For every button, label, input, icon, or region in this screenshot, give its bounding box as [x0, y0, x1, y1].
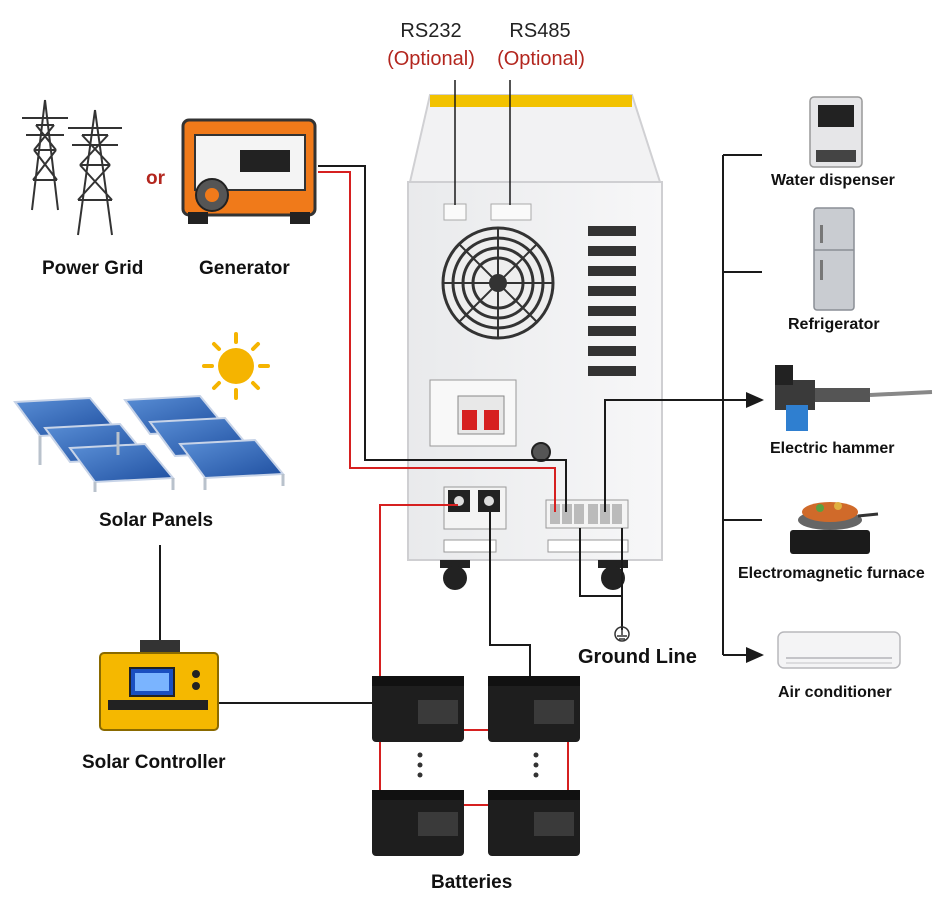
load-label-electric-hammer: Electric hammer: [770, 440, 895, 457]
electromagnetic-furnace-icon: [790, 502, 879, 554]
output-wire: [604, 392, 764, 512]
solar-panels-icon: [13, 394, 286, 492]
load-label-refrigerator: Refrigerator: [788, 316, 880, 333]
rs485-optional-label: (Optional): [497, 48, 585, 70]
rs232-optional-label: (Optional): [387, 48, 475, 70]
or-label: or: [146, 168, 165, 189]
battery-red-wire: [379, 504, 458, 680]
solar-panels-label: Solar Panels: [99, 510, 214, 531]
battery-black-wire: [489, 512, 531, 680]
vent-grille: [588, 226, 636, 376]
generator-red-wire: [318, 171, 556, 512]
fan-icon: [441, 226, 555, 340]
generator-icon: [181, 118, 317, 224]
solar-controller-icon: [99, 640, 219, 731]
caster-wheels: [440, 560, 628, 590]
load-label-electromagnetic-furnace: Electromagnetic furnace: [738, 565, 925, 582]
power-grid-icon: [22, 99, 122, 236]
rs232-label: RS232: [400, 20, 462, 42]
load-label-water-dispenser: Water dispenser: [771, 172, 895, 189]
batteries-label: Batteries: [431, 872, 513, 893]
inverter-cabinet: [407, 94, 663, 590]
power-grid-label: Power Grid: [42, 258, 144, 279]
ground-icon: [614, 626, 630, 642]
generator-label: Generator: [199, 258, 290, 279]
battery-terminal-block: [443, 486, 507, 553]
ac-terminal-strip: [545, 499, 629, 553]
sun-icon: [202, 332, 270, 400]
solar-controller-label: Solar Controller: [82, 752, 226, 773]
refrigerator-icon: [813, 207, 855, 311]
ground-wire: [579, 528, 623, 630]
air-conditioner-icon: [777, 631, 901, 669]
rs485-label: RS485: [509, 20, 571, 42]
knob-icon: [531, 442, 551, 462]
circuit-breaker: [429, 379, 517, 447]
battery-bank: [372, 676, 580, 856]
generator-black-wire: [318, 165, 567, 512]
ground-line-label: Ground Line: [578, 646, 697, 668]
electric-hammer-icon: [775, 365, 933, 431]
load-label-air-conditioner: Air conditioner: [778, 684, 892, 701]
water-dispenser-icon: [809, 96, 863, 168]
